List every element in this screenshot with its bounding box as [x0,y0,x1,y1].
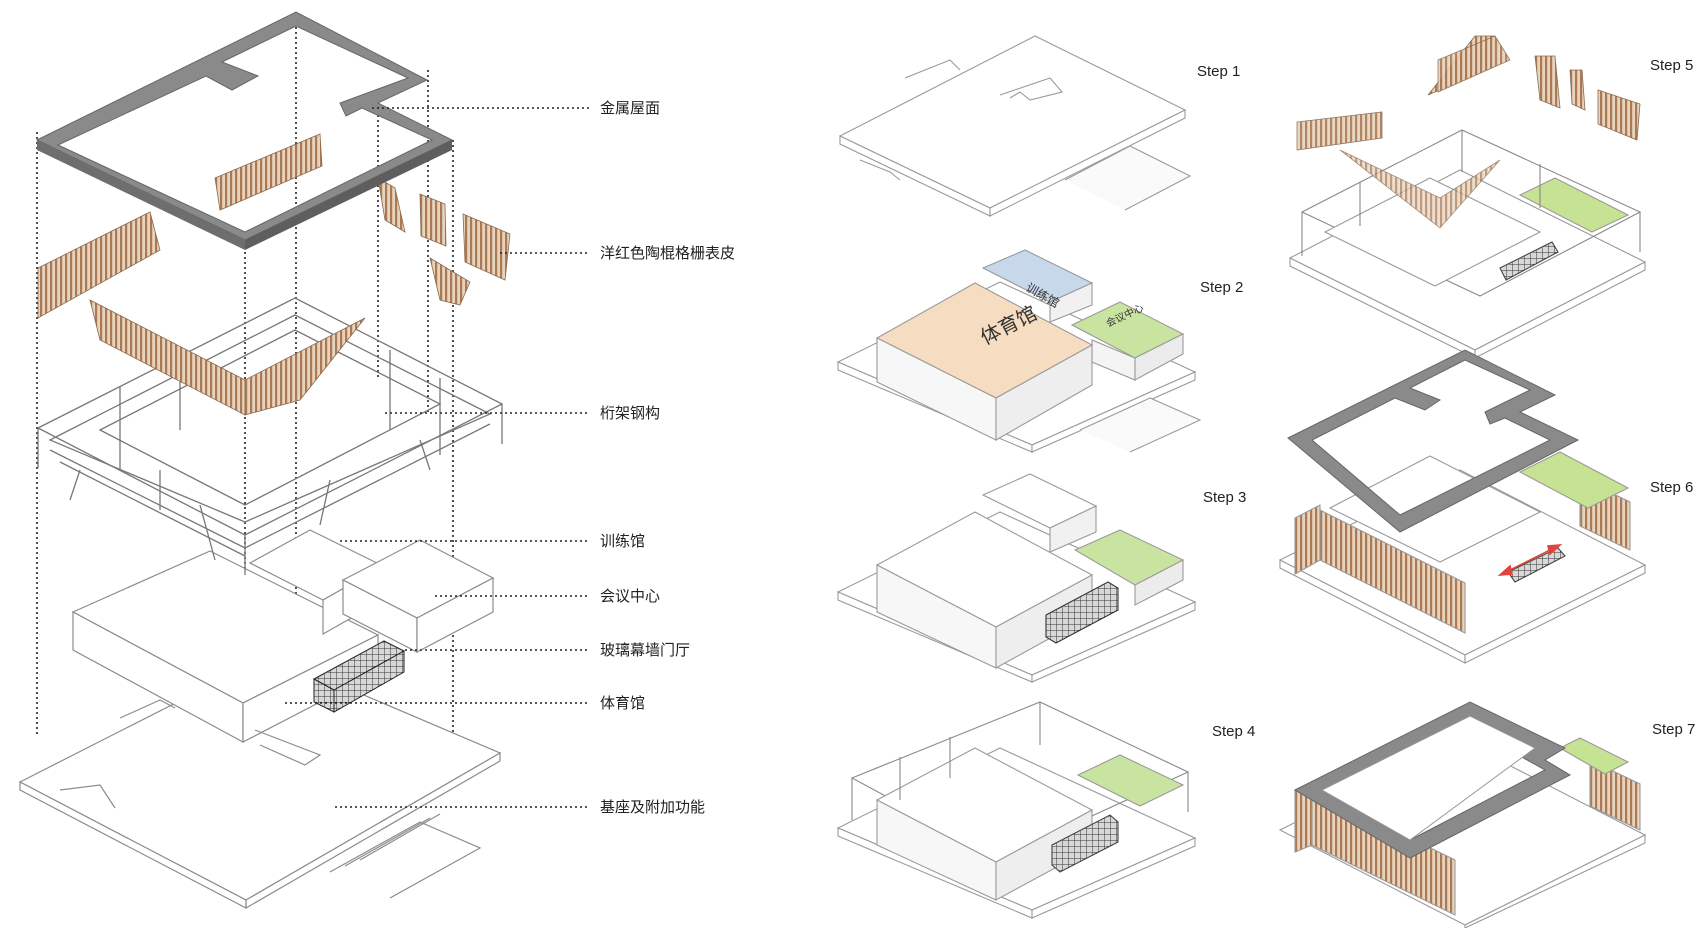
label-gymnasium: 体育馆 [600,694,645,712]
label-base-functions: 基座及附加功能 [600,798,705,816]
step-3-diagram [836,473,1197,683]
step-2-label: Step 2 [1200,279,1243,296]
step-2-diagram [836,249,1202,453]
step-5-screen-panels [1296,35,1641,229]
step-7-roof [1293,701,1572,859]
leader-lines [285,107,590,808]
step-1-diagram [838,35,1192,217]
step-6-diagram [1278,451,1647,664]
exploded-assembly: 金属屋面 洋红色陶棍格栅表皮 桁架钢构 训练馆 会议中心 玻璃幕墙门厅 体育馆 … [18,11,735,910]
label-training-hall: 训练馆 [600,532,645,550]
step-5-label: Step 5 [1650,57,1693,74]
step-4-label: Step 4 [1212,723,1255,740]
label-steel-truss: 桁架钢构 [600,404,660,422]
step-6-roof [1287,349,1580,533]
step-4-diagram [836,701,1197,919]
label-metal-roof: 金属屋面 [600,99,660,117]
step-6-label: Step 6 [1650,479,1693,496]
step-5-diagram [1288,129,1647,359]
steel-truss [36,297,504,575]
label-glass-lobby: 玻璃幕墙门厅 [600,641,690,659]
step-3-label: Step 3 [1203,489,1246,506]
step-6-arrow [1497,544,1563,576]
metal-roof [35,11,454,250]
step-7-label: Step 7 [1652,721,1695,738]
label-terracotta-screen: 洋红色陶棍格栅表皮 [600,244,735,262]
conference-volume [341,539,495,653]
glass-lobby [312,640,406,713]
terracotta-screen-panels [37,133,511,416]
base-platform [18,654,502,910]
gym-volume [71,550,380,766]
label-conference-center: 会议中心 [600,587,660,605]
step-1-label: Step 1 [1197,63,1240,80]
